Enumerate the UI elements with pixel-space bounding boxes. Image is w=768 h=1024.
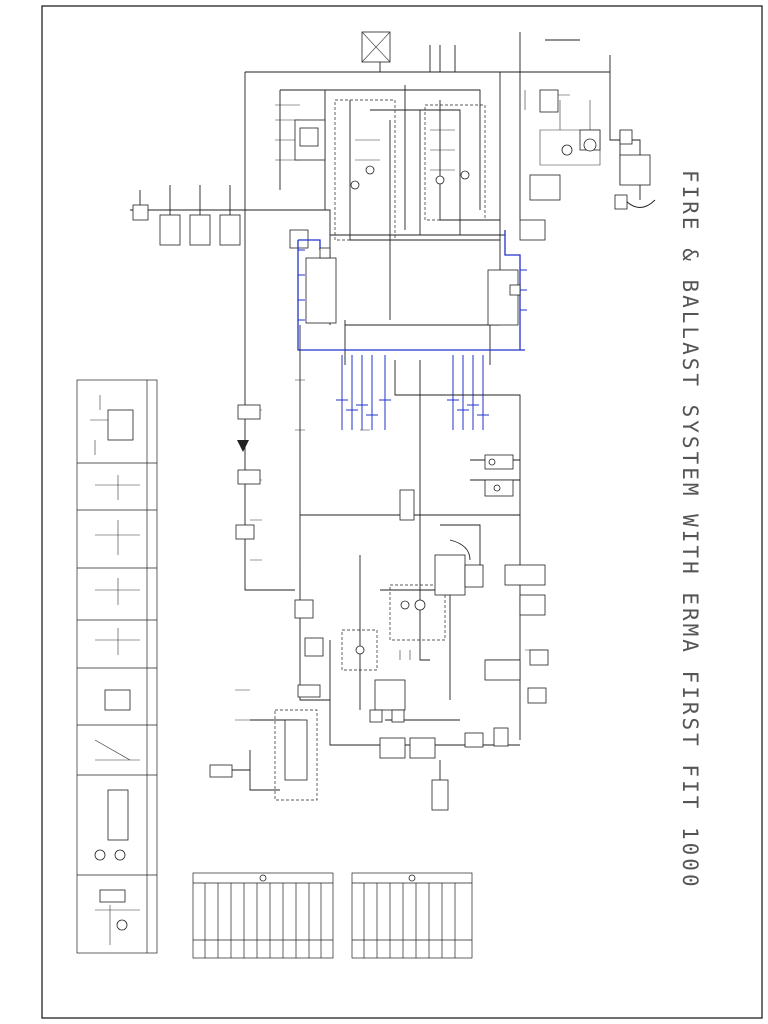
top-tank-symbol bbox=[361, 31, 391, 63]
drawing-title: FIRE & BALLAST SYSTEM WITH ERMA FIRST FI… bbox=[678, 170, 702, 890]
drawing-border bbox=[41, 5, 763, 1019]
revision-table-right bbox=[351, 872, 473, 959]
revision-table-left bbox=[192, 872, 334, 959]
upper-piping-network bbox=[130, 32, 656, 591]
legend-strip bbox=[76, 379, 158, 954]
lower-components bbox=[209, 404, 549, 811]
upper-components bbox=[132, 89, 651, 249]
ballast-loop-highlight bbox=[297, 230, 527, 430]
